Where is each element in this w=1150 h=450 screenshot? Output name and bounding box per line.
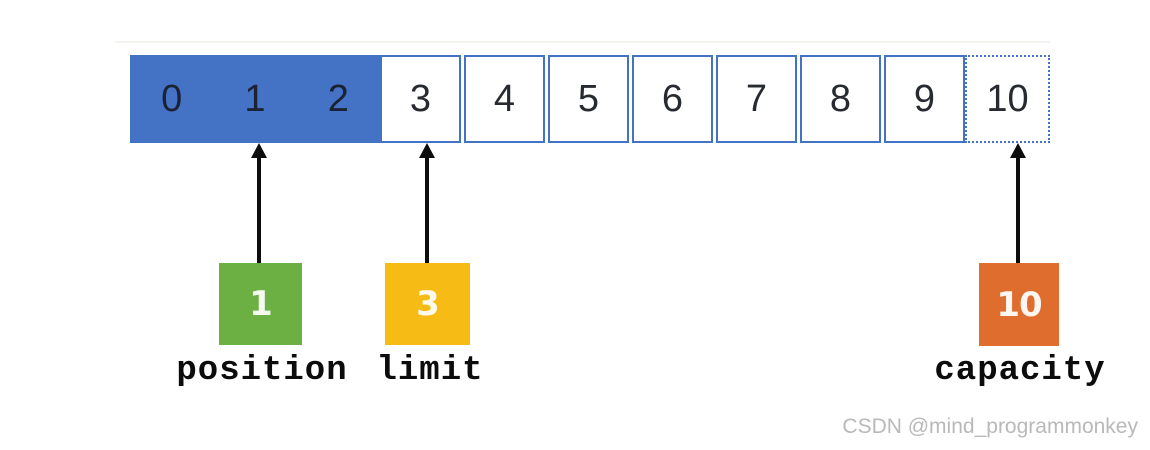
limit-arrow-icon	[417, 143, 437, 263]
divider-line	[115, 41, 1050, 43]
buffer-cell-8: 8	[800, 55, 881, 143]
limit-label: limit	[376, 352, 484, 390]
position-label: position	[176, 352, 348, 390]
filled-region: 0 1 2	[130, 55, 380, 143]
buffer-cell-2: 2	[327, 77, 349, 120]
watermark: CSDN @mind_programmonkey	[842, 415, 1138, 438]
buffer-cell-3: 3	[380, 55, 461, 143]
buffer-cell-6: 6	[632, 55, 713, 143]
capacity-arrow-icon	[1008, 143, 1028, 263]
buffer-cell-9: 9	[884, 55, 965, 143]
limit-value-box: 3	[385, 263, 470, 345]
position-arrow-icon	[249, 143, 269, 263]
buffer-cell-5: 5	[548, 55, 629, 143]
buffer-cell-7: 7	[716, 55, 797, 143]
buffer-cell-10: 10	[965, 55, 1050, 143]
position-value-box: 1	[219, 263, 302, 345]
capacity-label: capacity	[934, 352, 1106, 390]
buffer-cell-4: 4	[464, 55, 545, 143]
buffer-cell-0: 0	[161, 77, 183, 120]
buffer-cell-1: 1	[244, 77, 266, 120]
capacity-value-box: 10	[979, 263, 1059, 346]
buffer-bar: 0 1 2 3 4 5 6 7 8 9 10	[130, 55, 1050, 143]
